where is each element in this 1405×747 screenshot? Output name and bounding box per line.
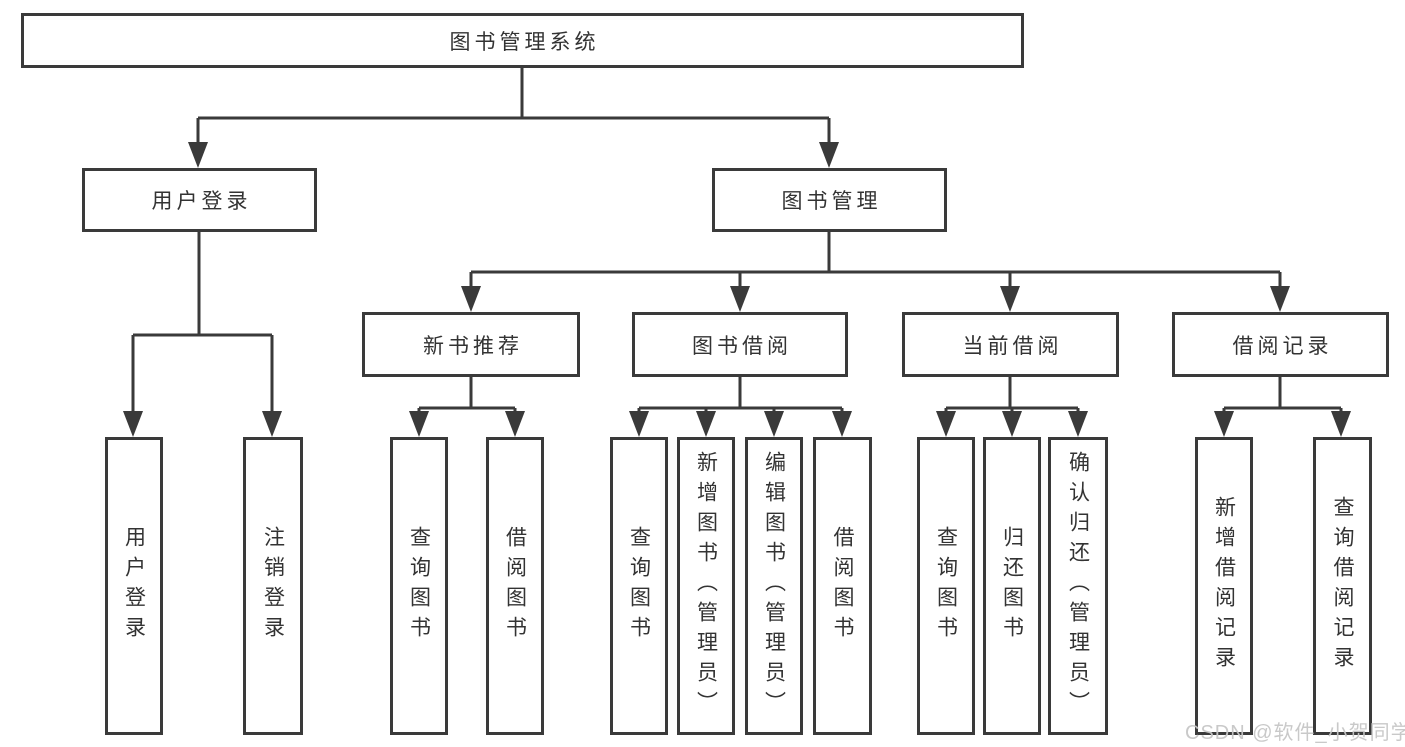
leaf-label: 新增图书（管理员） xyxy=(694,451,718,721)
leaf-query-books-current: 查询图书 xyxy=(917,437,975,735)
leaf-confirm-return-admin: 确认归还（管理员） xyxy=(1048,437,1108,735)
node-user-login: 用户登录 xyxy=(82,168,317,232)
leaf-label: 查询图书 xyxy=(627,526,651,646)
leaf-borrow-books-recommend: 借阅图书 xyxy=(486,437,544,735)
leaf-label: 借阅图书 xyxy=(503,526,527,646)
node-borrow-records: 借阅记录 xyxy=(1172,312,1389,377)
leaf-user-login: 用户登录 xyxy=(105,437,163,735)
arrowheads xyxy=(123,142,1351,437)
leaf-return-book: 归还图书 xyxy=(983,437,1041,735)
leaf-label: 编辑图书（管理员） xyxy=(762,451,786,721)
leaf-query-books-borrowing: 查询图书 xyxy=(610,437,668,735)
leaf-label: 查询图书 xyxy=(934,526,958,646)
leaf-label: 注销登录 xyxy=(261,526,285,646)
leaf-label: 用户登录 xyxy=(122,526,146,646)
leaf-add-book-admin: 新增图书（管理员） xyxy=(677,437,735,735)
leaf-label: 查询借阅记录 xyxy=(1331,496,1355,676)
node-root: 图书管理系统 xyxy=(21,13,1024,68)
node-new-book-recommend: 新书推荐 xyxy=(362,312,580,377)
leaf-edit-book-admin: 编辑图书（管理员） xyxy=(745,437,803,735)
leaf-label: 确认归还（管理员） xyxy=(1066,451,1090,721)
leaf-borrow-books-borrowing: 借阅图书 xyxy=(813,437,872,735)
leaf-query-books-recommend: 查询图书 xyxy=(390,437,448,735)
leaf-logout: 注销登录 xyxy=(243,437,303,735)
node-current-borrowing: 当前借阅 xyxy=(902,312,1119,377)
leaf-label: 查询图书 xyxy=(407,526,431,646)
leaf-label: 新增借阅记录 xyxy=(1212,496,1236,676)
leaf-label: 借阅图书 xyxy=(831,526,855,646)
node-book-management: 图书管理 xyxy=(712,168,947,232)
watermark: CSDN @软件_小贺同学 xyxy=(1185,722,1405,744)
leaf-label: 归还图书 xyxy=(1000,526,1024,646)
node-book-borrowing: 图书借阅 xyxy=(632,312,848,377)
leaf-add-borrow-record: 新增借阅记录 xyxy=(1195,437,1253,735)
leaf-query-borrow-record: 查询借阅记录 xyxy=(1313,437,1372,735)
